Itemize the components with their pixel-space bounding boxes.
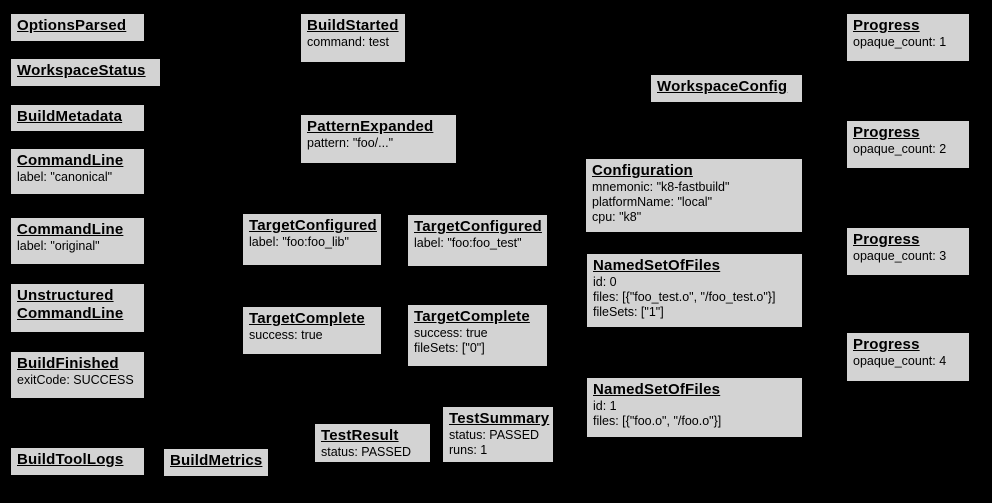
node-buildtoollogs: BuildToolLogs xyxy=(10,447,145,476)
node-field: status: PASSED xyxy=(449,428,540,442)
node-field: exitCode: SUCCESS xyxy=(17,373,134,387)
node-title: NamedSetOfFiles xyxy=(593,257,721,274)
node-title: Progress xyxy=(853,336,920,353)
node-field: id: 1 xyxy=(593,399,617,413)
node-field: files: [{"foo_test.o", "/foo_test.o"}] xyxy=(593,290,776,304)
node-field: cpu: "k8" xyxy=(592,210,642,224)
node-field: id: 0 xyxy=(593,275,617,289)
node-title: TestResult xyxy=(321,427,399,444)
node-title: WorkspaceStatus xyxy=(17,62,146,79)
node-title: TargetConfigured xyxy=(414,218,542,235)
node-field: command: test xyxy=(307,35,389,49)
node-title: BuildStarted xyxy=(307,17,399,34)
node-field: opaque_count: 1 xyxy=(853,35,947,49)
node-field: success: true xyxy=(249,328,323,342)
node-buildmetadata: BuildMetadata xyxy=(10,104,145,132)
node-title: Progress xyxy=(853,124,920,141)
node-title: TestSummary xyxy=(449,410,550,427)
node-title: CommandLine xyxy=(17,221,124,238)
node-title: TargetConfigured xyxy=(249,217,377,234)
node-field: label: "foo:foo_test" xyxy=(414,236,522,250)
node-field: label: "original" xyxy=(17,239,100,253)
node-title: BuildMetrics xyxy=(170,452,263,469)
node-unstructuredcommandline: Unstructured CommandLine xyxy=(10,283,145,333)
node-field: opaque_count: 4 xyxy=(853,354,947,368)
node-field: status: PASSED xyxy=(321,445,412,459)
node-title: OptionsParsed xyxy=(17,17,127,34)
node-field: pattern: "foo/..." xyxy=(307,136,394,150)
node-workspacestatus: WorkspaceStatus xyxy=(10,58,161,87)
node-title: BuildToolLogs xyxy=(17,451,124,468)
node-buildmetrics: BuildMetrics xyxy=(163,448,269,477)
node-title: BuildFinished xyxy=(17,355,119,372)
node-field: files: [{"foo.o", "/foo.o"}] xyxy=(593,414,722,428)
node-field: runs: 1 xyxy=(449,443,488,457)
node-field: opaque_count: 2 xyxy=(853,142,947,156)
node-title: CommandLine xyxy=(17,152,124,169)
node-field: success: true xyxy=(414,326,488,340)
node-optionsparsed: OptionsParsed xyxy=(10,13,145,42)
node-title: PatternExpanded xyxy=(307,118,434,135)
node-field: label: "foo:foo_lib" xyxy=(249,235,349,249)
node-field: mnemonic: "k8-fastbuild" xyxy=(592,180,730,194)
node-title: BuildMetadata xyxy=(17,108,123,125)
node-field: opaque_count: 3 xyxy=(853,249,947,263)
node-title: Progress xyxy=(853,17,920,34)
node-field: fileSets: ["0"] xyxy=(414,341,485,355)
node-title: Progress xyxy=(853,231,920,248)
node-title: NamedSetOfFiles xyxy=(593,381,721,398)
node-field: platformName: "local" xyxy=(592,195,713,209)
node-field: fileSets: ["1"] xyxy=(593,305,664,319)
node-title: Configuration xyxy=(592,162,693,179)
node-field: label: "canonical" xyxy=(17,170,113,184)
node-title: WorkspaceConfig xyxy=(657,78,788,95)
node-title: TargetComplete xyxy=(414,308,530,325)
node-workspaceconfig: WorkspaceConfig xyxy=(650,74,803,103)
node-title: Unstructured CommandLine xyxy=(17,287,124,322)
node-title: TargetComplete xyxy=(249,310,365,327)
